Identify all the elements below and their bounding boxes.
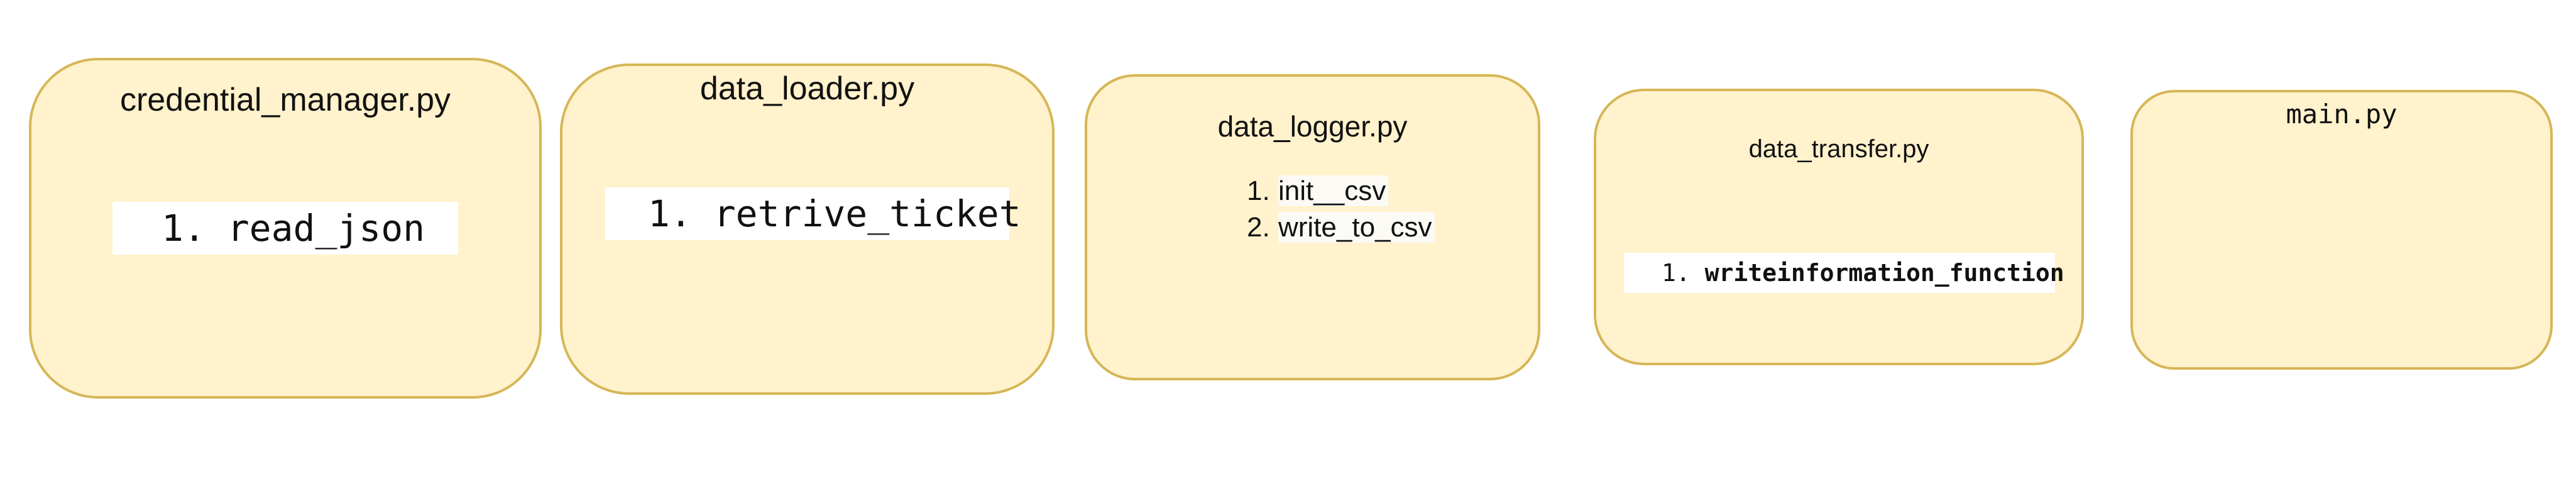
module-title: main.py — [2286, 99, 2398, 130]
function-list-item-write-to-csv[interactable]: 2. write_to_csv — [1247, 212, 1435, 243]
module-title: data_transfer.py — [1748, 135, 1929, 163]
function-name: read_json — [227, 207, 425, 250]
function-list-item-init-csv[interactable]: 1. init__csv — [1247, 175, 1389, 207]
function-name: writeinformation_function — [1704, 259, 2064, 287]
function-name: write_to_csv — [1278, 212, 1435, 243]
list-item-number: 1. — [1247, 175, 1270, 206]
module-title: data_logger.py — [1217, 110, 1408, 143]
list-item-number: 1. — [162, 207, 206, 250]
module-box-main[interactable]: main.py — [2130, 90, 2553, 370]
module-box-data-logger[interactable]: data_logger.py 1. init__csv 2. write_to_cs… — [1085, 74, 1540, 380]
function-name: init__csv — [1278, 175, 1389, 206]
module-title: credential_manager.py — [119, 82, 451, 118]
module-title: data_loader.py — [699, 70, 915, 107]
list-item-number: 1. — [648, 192, 692, 235]
module-box-data-loader[interactable]: data_loader.py 1. retrive_ticket — [560, 64, 1055, 395]
list-item-number: 2. — [1247, 212, 1270, 243]
function-name: retrive_ticket — [713, 192, 1021, 235]
function-list-item-read-json[interactable]: 1. read_json — [112, 202, 458, 255]
list-item-number: 1. — [1662, 259, 1691, 287]
module-box-credential-manager[interactable]: credential_manager.py 1. read_json — [29, 58, 542, 399]
function-list-item-retrive-ticket[interactable]: 1. retrive_ticket — [605, 187, 1021, 240]
function-list-item-writeinformation-function[interactable]: 1. writeinformation_function — [1624, 253, 2064, 293]
module-box-data-transfer[interactable]: data_transfer.py 1. writeinformation_fun… — [1594, 89, 2084, 365]
